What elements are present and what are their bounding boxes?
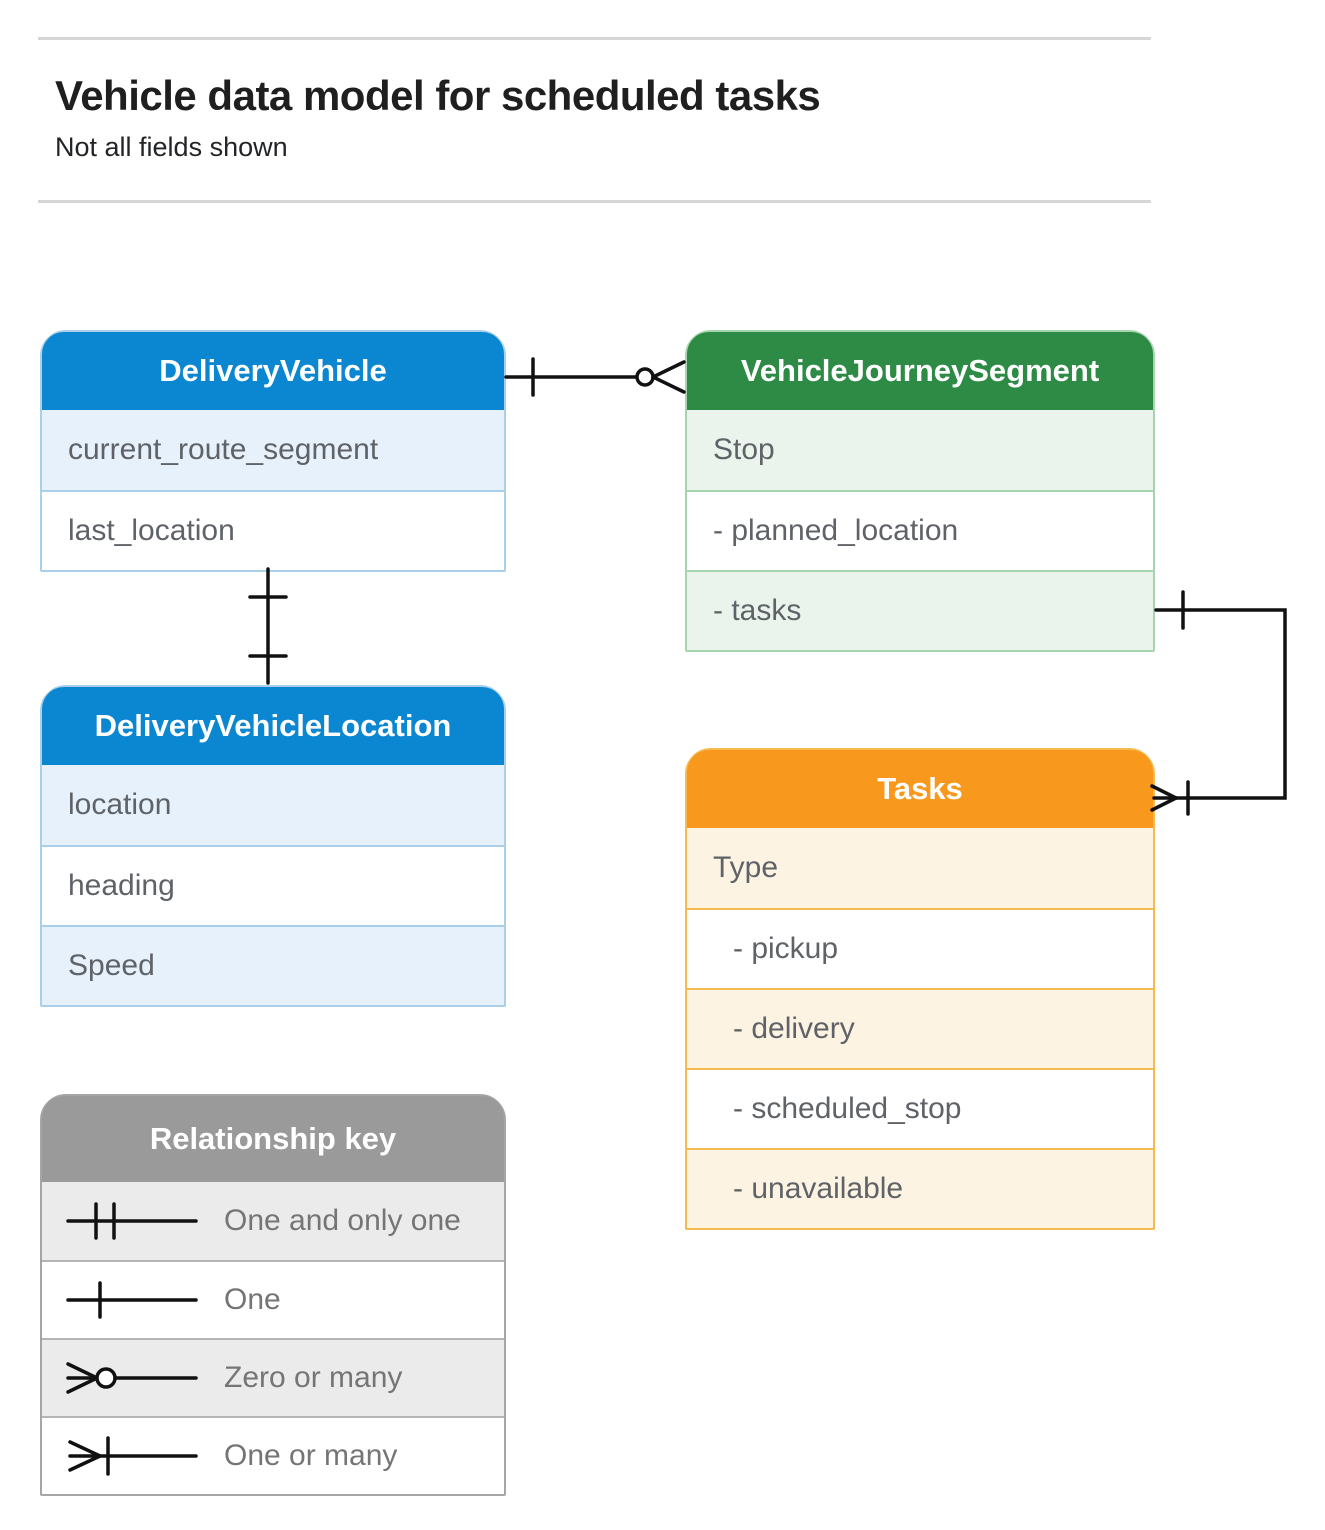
legend-row: One or many xyxy=(42,1416,504,1494)
connector-deliveryvehicle-deliveryvehiclelocation xyxy=(248,567,288,685)
legend-label: One or many xyxy=(224,1439,398,1472)
entity-title: VehicleJourneySegment xyxy=(740,353,1100,388)
connector-tasks-row-tasks-entity xyxy=(1150,590,1287,816)
one-and-only-one-symbol xyxy=(66,1202,198,1240)
entity-delivery-vehicle-location: DeliveryVehicleLocation location heading… xyxy=(40,685,506,1007)
field-label: - tasks xyxy=(713,594,802,627)
relationship-key: Relationship key One and only one One Ze… xyxy=(40,1094,506,1496)
legend-row: One and only one xyxy=(42,1182,504,1260)
legend-label: Zero or many xyxy=(224,1361,403,1394)
field-label: Stop xyxy=(713,433,775,466)
entity-delivery-vehicle: DeliveryVehicle current_route_segment la… xyxy=(40,330,506,572)
entity-row: - pickup xyxy=(687,908,1153,988)
field-label: - planned_location xyxy=(713,514,959,547)
entity-row: location xyxy=(42,765,504,845)
field-label: - unavailable xyxy=(733,1172,904,1205)
entity-tasks: Tasks Type - pickup - delivery - schedul… xyxy=(685,748,1155,1230)
entity-row: heading xyxy=(42,845,504,925)
entity-delivery-vehicle-header: DeliveryVehicle xyxy=(42,332,504,410)
legend-row: Zero or many xyxy=(42,1338,504,1416)
legend-label: One and only one xyxy=(224,1204,461,1237)
relationship-key-header: Relationship key xyxy=(42,1096,504,1182)
entity-row: - delivery xyxy=(687,988,1153,1068)
field-label: Speed xyxy=(68,949,155,982)
entity-title: DeliveryVehicleLocation xyxy=(94,708,452,743)
field-label: Type xyxy=(713,851,779,884)
entity-vehicle-journey-segment-header: VehicleJourneySegment xyxy=(687,332,1153,410)
entity-row: Stop xyxy=(687,410,1153,490)
entity-row: - planned_location xyxy=(687,490,1153,570)
zero-or-many-symbol xyxy=(66,1362,198,1394)
entity-row: Type xyxy=(687,828,1153,908)
one-or-many-symbol xyxy=(68,1436,198,1476)
one-symbol xyxy=(66,1281,198,1319)
field-label: - scheduled_stop xyxy=(733,1092,962,1125)
legend-label: One xyxy=(224,1283,281,1316)
entity-row: - tasks xyxy=(687,570,1153,650)
legend-row: One xyxy=(42,1260,504,1338)
entity-row: last_location xyxy=(42,490,504,570)
entity-vehicle-journey-segment: VehicleJourneySegment Stop - planned_loc… xyxy=(685,330,1155,652)
entity-row: Speed xyxy=(42,925,504,1005)
top-divider xyxy=(38,37,1151,40)
field-label: - delivery xyxy=(733,1012,855,1045)
field-label: - pickup xyxy=(733,932,839,965)
page-subtitle: Not all fields shown xyxy=(55,132,288,162)
entity-row: current_route_segment xyxy=(42,410,504,490)
field-label: last_location xyxy=(68,514,235,547)
relationship-key-title: Relationship key xyxy=(149,1121,397,1156)
field-label: current_route_segment xyxy=(68,433,379,466)
entity-delivery-vehicle-location-header: DeliveryVehicleLocation xyxy=(42,687,504,765)
page-title: Vehicle data model for scheduled tasks xyxy=(55,72,821,119)
field-label: heading xyxy=(68,869,175,902)
subtitle-divider xyxy=(38,200,1151,203)
entity-title: Tasks xyxy=(877,771,963,806)
entity-title: DeliveryVehicle xyxy=(159,353,387,388)
field-label: location xyxy=(68,788,172,821)
entity-row: - scheduled_stop xyxy=(687,1068,1153,1148)
connector-deliveryvehicle-vehiclejourneysegment xyxy=(504,357,686,397)
entity-tasks-header: Tasks xyxy=(687,750,1153,828)
entity-row: - unavailable xyxy=(687,1148,1153,1228)
